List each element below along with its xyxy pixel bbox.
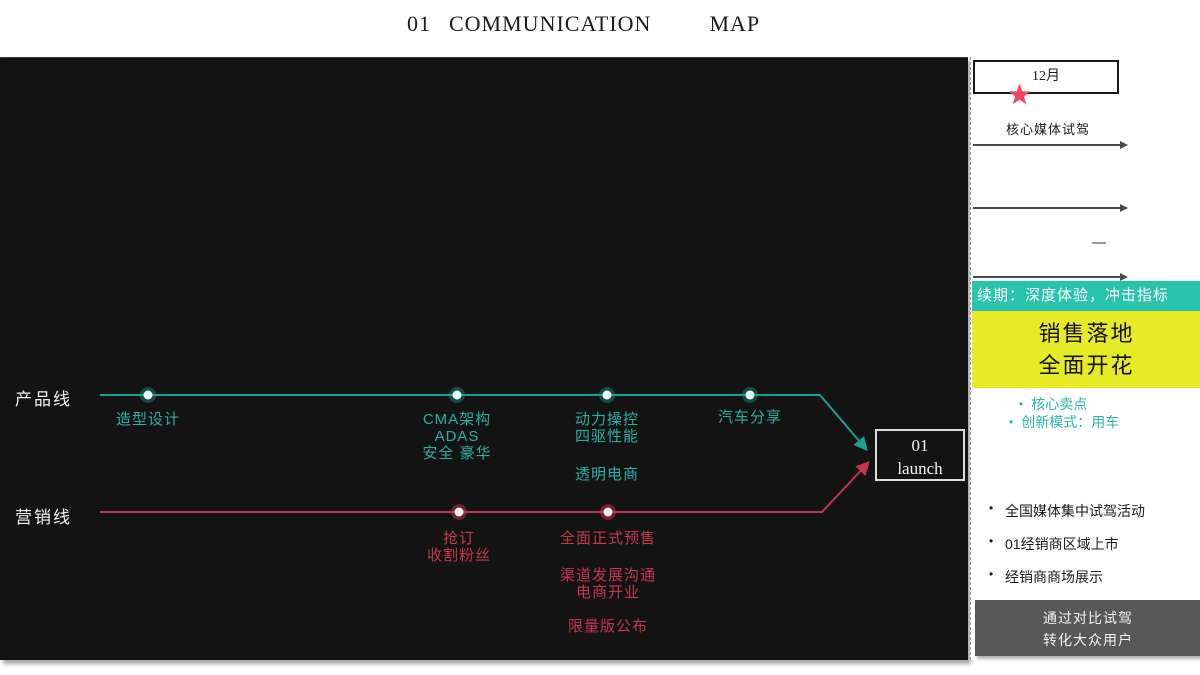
marketing-lane-label: 营销线 xyxy=(15,508,72,527)
launch-box: 01 launch xyxy=(875,429,965,481)
product-node-dot xyxy=(140,387,156,403)
star-icon: ★ xyxy=(1007,79,1033,110)
conversion-box: 通过对比试驾 转化大众用户 xyxy=(975,600,1200,656)
title-word-map: MAP xyxy=(709,11,761,36)
launch-box-number: 01 xyxy=(911,436,929,455)
product-node-label: CMA架构 ADAS 安全 豪华 xyxy=(422,411,492,462)
marketing-timeline-path xyxy=(100,460,870,513)
page-title: 01 COMMUNICATION MAP xyxy=(407,11,760,37)
bullet-icon: • xyxy=(989,501,994,515)
product-lane-label: 产品线 xyxy=(15,390,72,409)
marketing-node-label: 抢订 收割粉丝 xyxy=(426,530,491,564)
bullet-icon: • xyxy=(989,534,994,548)
teal-bullet-list: • 核心卖点 • 创新模式：用车 xyxy=(971,395,1200,431)
timeline-diagram xyxy=(100,387,870,520)
product-node-label: 汽车分享 xyxy=(717,409,782,426)
timeline-arrow xyxy=(973,273,1128,281)
dash-mark xyxy=(1092,242,1106,244)
marketing-node-label: 全面正式预售 渠道发展沟通 电商开业 限量版公布 xyxy=(559,530,656,635)
title-word-communication: COMMUNICATION xyxy=(449,11,652,36)
phase-banner: 续期：深度体验，冲击指标 xyxy=(972,281,1200,311)
product-node-dot xyxy=(449,387,465,403)
title-number: 01 xyxy=(407,11,431,36)
month-box: 12月 xyxy=(973,60,1119,94)
product-node-dot xyxy=(742,387,758,403)
bullet-icon: • xyxy=(989,567,994,581)
star-note: 核心媒体试驾 xyxy=(1005,122,1090,137)
activity-bullet-list: • 全国媒体集中试驾活动 • 01经销商区域上市 • 经销商商场展示 xyxy=(989,501,1194,600)
communication-map-panel: 产品线 营销线 造型设计 CMA架构 ADAS 安全 豪华 动力操控 四驱性能 … xyxy=(0,57,968,660)
product-node-label: 造型设计 xyxy=(115,411,180,428)
list-item: • 经销商商场展示 xyxy=(989,567,1103,585)
sales-highlight-box: 销售落地 全面开花 xyxy=(972,311,1200,388)
launch-box-word: launch xyxy=(897,459,943,478)
product-node-dot xyxy=(599,387,615,403)
timeline-arrow xyxy=(973,204,1128,212)
bullet-icon: • xyxy=(1009,415,1014,429)
bullet-icon: • xyxy=(1019,397,1024,411)
product-node-label: 动力操控 四驱性能 透明电商 xyxy=(574,411,639,483)
marketing-node-dot xyxy=(600,504,616,520)
timeline-arrow xyxy=(973,141,1128,149)
sidebar: 12月 ★ 核心媒体试驾 续期：深度体验，冲击指标 销售落地 全面开花 • 核心… xyxy=(970,57,1200,660)
list-item: • 全国媒体集中试驾活动 xyxy=(989,501,1145,519)
product-timeline-path xyxy=(100,394,868,452)
marketing-node-dot xyxy=(451,504,467,520)
list-item: • 01经销商区域上市 xyxy=(989,534,1119,552)
list-item: • 创新模式：用车 xyxy=(1009,414,1120,430)
list-item: • 核心卖点 xyxy=(1019,396,1088,412)
